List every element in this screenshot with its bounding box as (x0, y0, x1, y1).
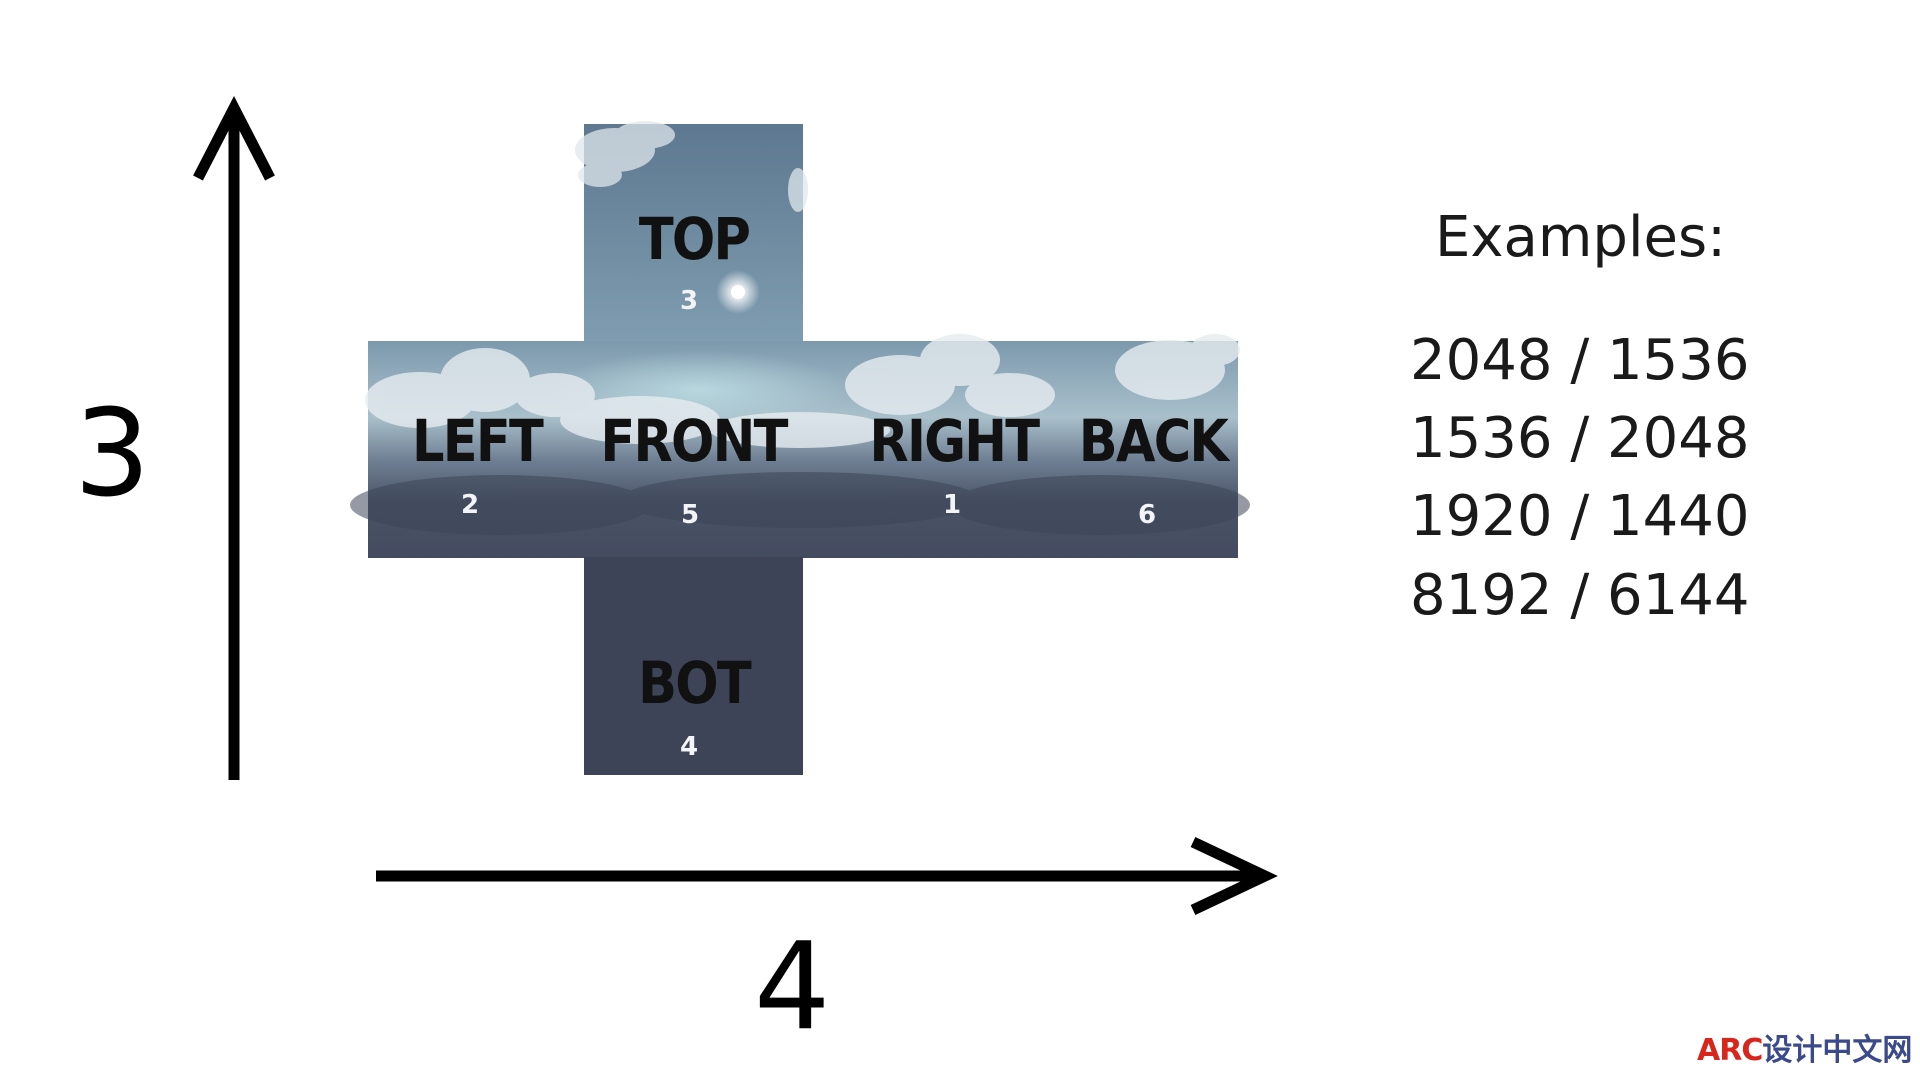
face-number-back: 6 (1137, 500, 1157, 530)
horizontal-arrow-head (1190, 837, 1278, 915)
face-number-right: 1 (942, 490, 962, 520)
examples-title: Examples: (1435, 205, 1726, 270)
watermark-logo: ARC设计中文网 (1697, 1036, 1912, 1066)
vertical-axis-label: 3 (74, 385, 151, 524)
face-label-bottom: BOT (638, 649, 752, 717)
face-number-bottom: 4 (679, 732, 699, 762)
top-clouds (575, 121, 808, 212)
horizontal-axis-label: 4 (754, 918, 831, 1057)
example-item: 1536 / 2048 (1410, 406, 1750, 471)
face-label-front: FRONT (600, 407, 788, 475)
face-label-left: LEFT (411, 407, 544, 475)
face-number-left: 2 (460, 490, 480, 520)
face-number-top: 3 (679, 286, 699, 316)
face-label-top: TOP (638, 205, 751, 273)
example-item: 8192 / 6144 (1410, 563, 1750, 628)
example-item: 1920 / 1440 (1410, 484, 1750, 549)
vertical-arrow-head (193, 95, 275, 181)
face-number-front: 5 (680, 500, 700, 530)
face-label-back: BACK (1078, 407, 1229, 475)
watermark-brand: ARC (1697, 1033, 1763, 1068)
example-item: 2048 / 1536 (1410, 328, 1750, 393)
watermark-text: 设计中文网 (1762, 1033, 1913, 1068)
face-label-right: RIGHT (869, 407, 1040, 475)
strip-clouds (365, 334, 1240, 448)
bottom-face (584, 557, 803, 775)
